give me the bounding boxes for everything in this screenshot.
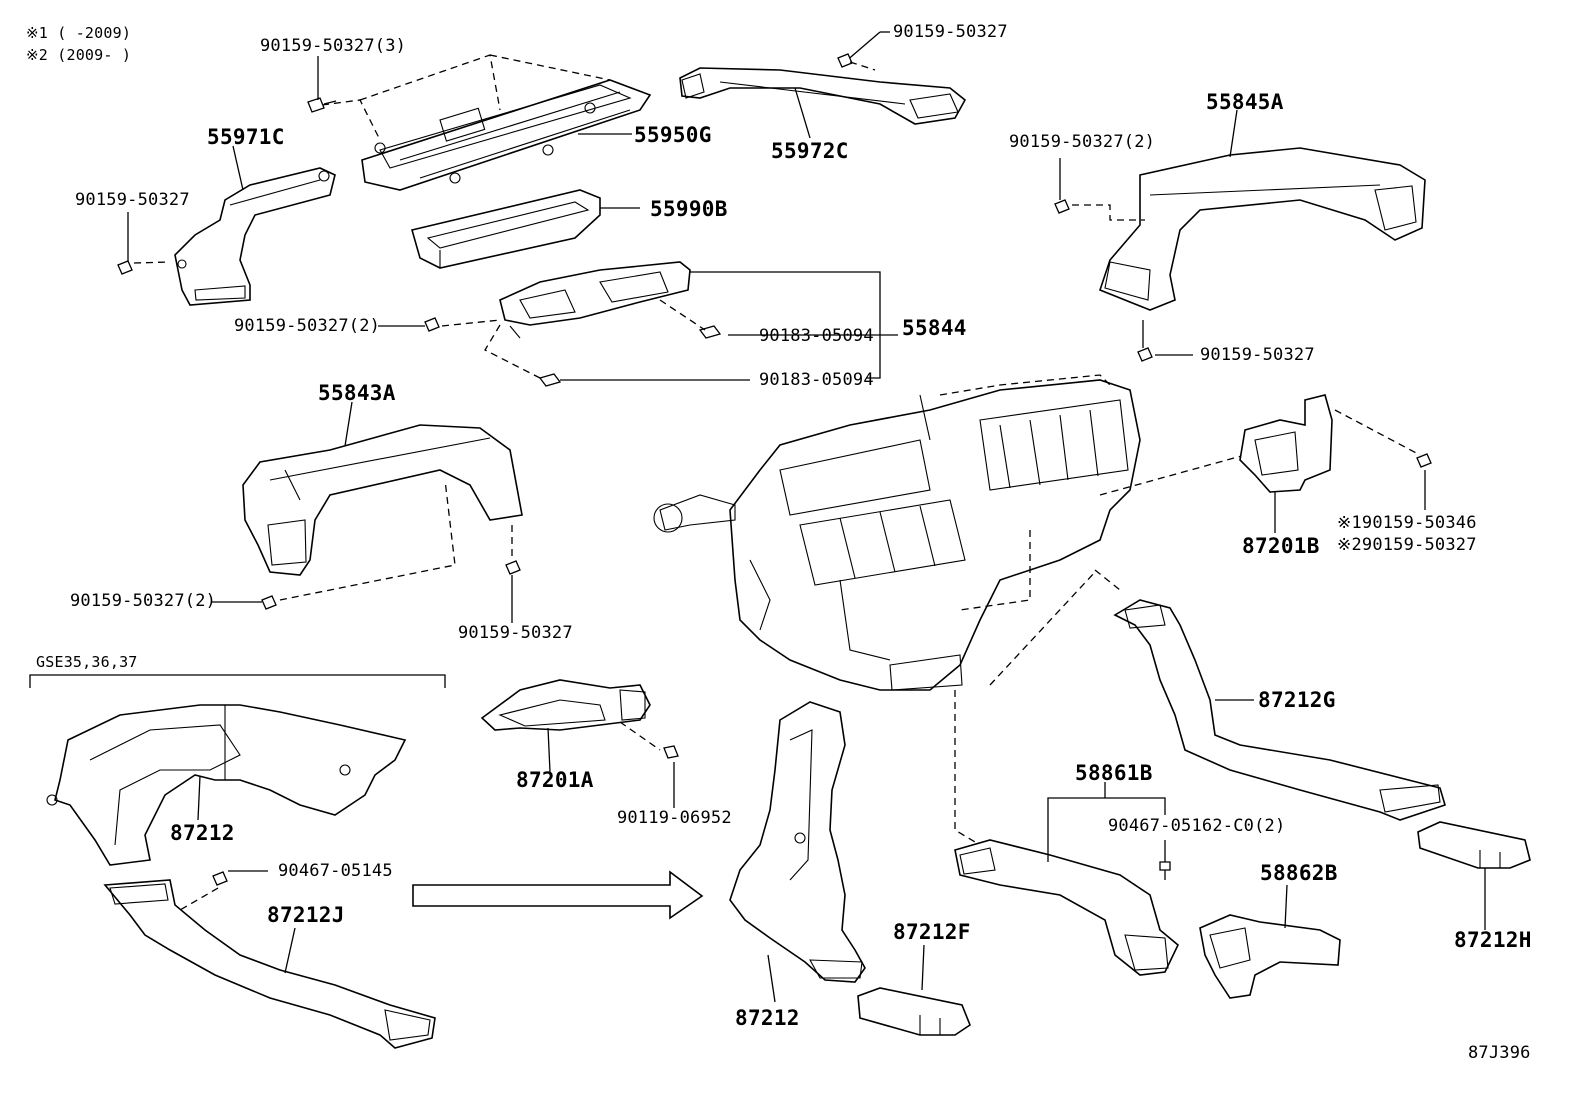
label-58862b: 58862B	[1260, 861, 1338, 885]
drawing-code: 87J396	[1468, 1043, 1531, 1063]
part-55972c-drawing	[679, 67, 967, 125]
label-90183-05094-b: 90183-05094	[759, 370, 874, 390]
label-90467-05162-c0-2: 90467-05162-C0(2)	[1108, 816, 1286, 836]
label-55844: 55844	[902, 316, 967, 340]
label-58861b: 58861B	[1075, 761, 1153, 785]
part-87212-left-drawing	[46, 704, 407, 866]
label-90159-50327-2-right: 90159-50327(2)	[1009, 132, 1156, 152]
label-87212h: 87212H	[1454, 928, 1532, 952]
part-55845a-drawing	[1099, 147, 1426, 311]
label-90183-05094-a: 90183-05094	[759, 326, 874, 346]
part-87212h-drawing	[1417, 821, 1531, 869]
part-87212g-drawing	[1113, 599, 1446, 821]
part-58862b-drawing	[1199, 914, 1341, 999]
note-1: ※1 ( -2009)	[26, 24, 132, 42]
part-87212j-drawing	[103, 879, 436, 1049]
label-55971c: 55971C	[207, 125, 285, 149]
label-87212f: 87212F	[893, 920, 971, 944]
label-90159-50327-2-low: 90159-50327(2)	[70, 591, 217, 611]
part-87201a-drawing	[480, 679, 651, 731]
part-55971c-drawing	[174, 167, 336, 306]
label-87212-left: 87212	[170, 821, 235, 845]
group-label: GSE35,36,37	[36, 653, 138, 671]
label-55950g: 55950G	[634, 123, 712, 147]
note-2: ※2 (2009- )	[26, 46, 132, 64]
part-55950g-drawing	[361, 79, 652, 191]
hvac-unit-drawing	[653, 379, 1141, 691]
part-87212-center-drawing	[729, 701, 866, 983]
label-87212j: 87212J	[267, 903, 345, 927]
label-87212-center: 87212	[735, 1006, 800, 1030]
label-90159-50327-left: 90159-50327	[75, 190, 190, 210]
part-87201b-drawing	[1239, 394, 1333, 493]
label-90159-50327-2-mid: 90159-50327(2)	[234, 316, 381, 336]
bolt-90159-50327-3-drawing	[307, 97, 337, 113]
label-55990b: 55990B	[650, 197, 728, 221]
label-55845a: 55845A	[1206, 90, 1284, 114]
part-55990b-drawing	[411, 189, 601, 269]
hollow-arrow-drawing	[412, 870, 704, 920]
part-55844-drawing	[499, 261, 691, 339]
label-87201b: 87201B	[1242, 534, 1320, 558]
label-55972c: 55972C	[771, 139, 849, 163]
part-87212f-drawing	[857, 987, 971, 1036]
label-90159-50327-3: 90159-50327(3)	[260, 36, 407, 56]
label-s1-90159-50346: ※190159-50346	[1337, 513, 1477, 533]
label-87201a: 87201A	[516, 768, 594, 792]
label-s2-90159-50327: ※290159-50327	[1337, 535, 1477, 555]
label-90159-50327-right-low: 90159-50327	[1200, 345, 1315, 365]
part-58861b-drawing	[954, 839, 1179, 976]
label-55843a: 55843A	[318, 381, 396, 405]
part-55843a-drawing	[242, 424, 523, 576]
label-90119-06952: 90119-06952	[617, 808, 732, 828]
label-90159-50327-bottom: 90159-50327	[458, 623, 573, 643]
label-90467-05145: 90467-05145	[278, 861, 393, 881]
label-90159-50327-top: 90159-50327	[893, 22, 1008, 42]
label-87212g: 87212G	[1258, 688, 1336, 712]
